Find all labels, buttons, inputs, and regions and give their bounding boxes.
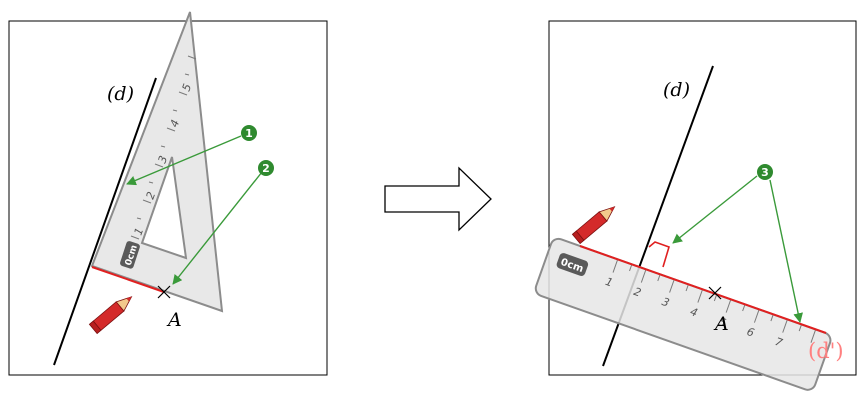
left-panel: 1 2 3 4 5 0cm (d) A: [8, 11, 328, 376]
set-square-tick-label: 1: [132, 226, 147, 237]
red-trace-d-prime: [579, 245, 827, 334]
svg-text:3: 3: [761, 166, 769, 179]
point-a-label: A: [166, 309, 182, 331]
set-square-tick-label: 2: [144, 190, 159, 201]
set-square-tick-label: 3: [156, 154, 171, 165]
ruler-origin-tag: 0cm: [556, 253, 589, 276]
right-angle-marker: [648, 241, 670, 268]
line-d-label: (d): [107, 83, 134, 105]
badge-2: 2: [258, 160, 274, 176]
pencil-icon: [88, 296, 133, 335]
callout-arrow: [172, 171, 263, 285]
line-d: [53, 77, 157, 366]
svg-text:1: 1: [245, 127, 253, 140]
badge-1: 1: [241, 125, 257, 141]
line-d-label: (d): [663, 79, 690, 101]
point-a-marker: [157, 285, 171, 299]
point-a-marker: [708, 286, 722, 300]
set-square-tick-label: 5: [180, 82, 195, 93]
line-d-prime-label: (d'): [808, 339, 844, 363]
right-panel: (d) 0cm 1 2: [534, 20, 857, 391]
red-trace: [91, 266, 165, 293]
ruler-tick-label: 1: [604, 275, 615, 290]
set-square-ticks: [124, 55, 197, 256]
ruler-tick-label: 6: [745, 325, 756, 340]
set-square: 1 2 3 4 5 0cm: [90, 11, 224, 313]
ruler-tick-label: 3: [660, 295, 671, 310]
callout-arrow: [672, 175, 758, 244]
pencil-icon: [571, 206, 616, 245]
ruler-tick-label: 7: [773, 335, 784, 350]
badge-3: 3: [757, 164, 773, 180]
ruler-tick-label: 5: [717, 315, 728, 330]
right-arrow-icon: [384, 166, 492, 232]
ruler-tick-label: 4: [688, 305, 699, 320]
svg-text:2: 2: [262, 162, 270, 175]
ruler-tick-label: 2: [632, 285, 643, 300]
callout-arrow: [769, 179, 803, 323]
callout-arrow: [126, 135, 242, 186]
point-a-label: A: [713, 313, 729, 335]
set-square-tick-label: 4: [168, 118, 183, 129]
